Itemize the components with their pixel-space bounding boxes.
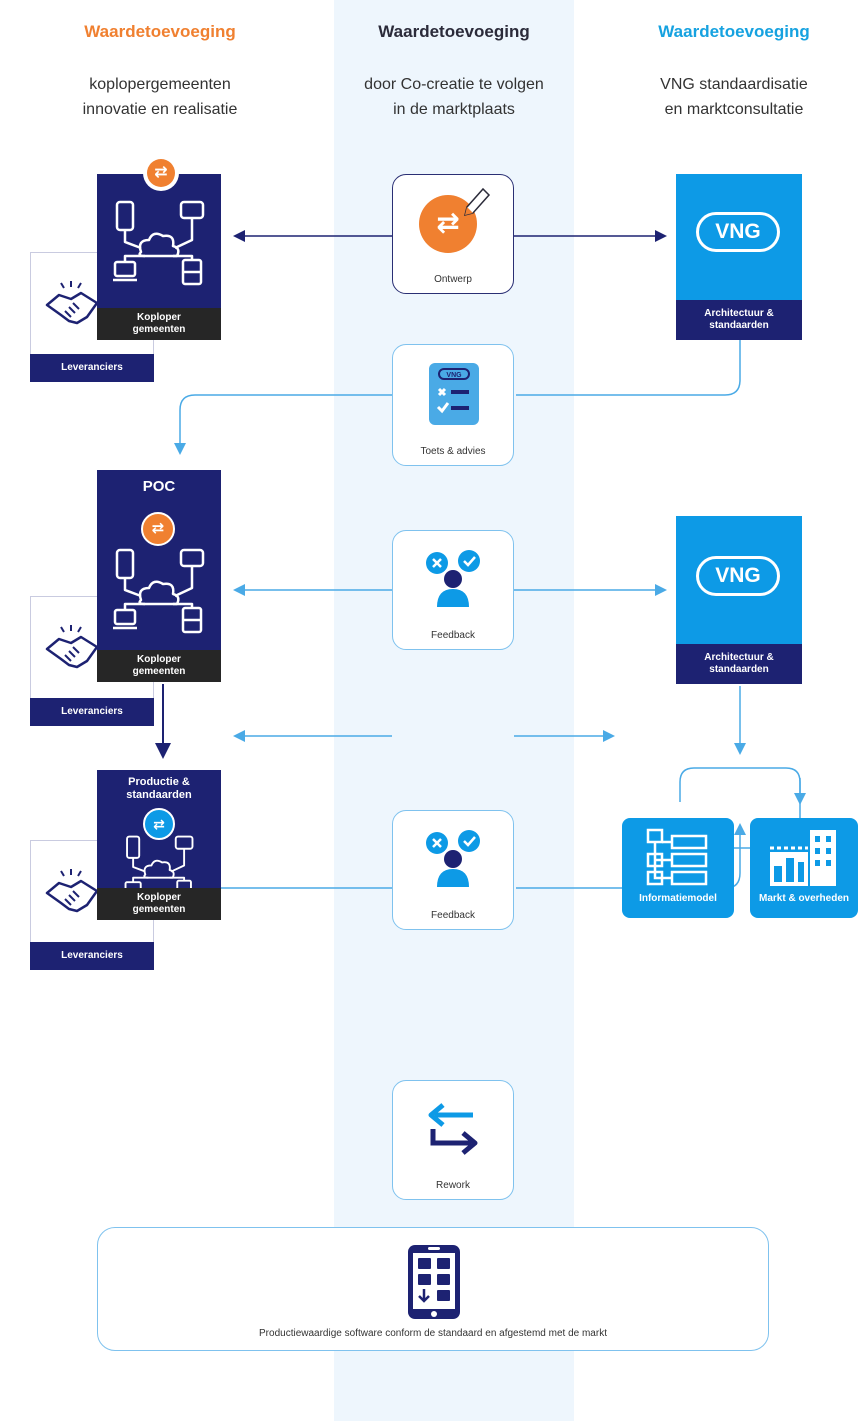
markt-card: Markt & overheden	[750, 818, 858, 918]
right-subtitle-line2: en marktconsultatie	[664, 101, 804, 118]
vng-logo-2: VNG	[696, 556, 780, 596]
feedback-box-2: Feedback	[392, 810, 514, 930]
arrow-toets-to-poc	[174, 394, 392, 455]
handshake-icon	[45, 625, 99, 669]
swap-badge-icon: ⇄	[143, 808, 175, 840]
productie-title: Productie & standaarden	[97, 776, 221, 802]
productie-title-line2: standaarden	[126, 789, 192, 801]
vng-2-line1: Architectuur &	[704, 652, 774, 663]
arrow-vng-to-toets	[516, 340, 741, 396]
rework-arrows-icon	[428, 1103, 478, 1155]
leveranciers-label-1: Leveranciers	[30, 354, 154, 382]
pencil-swap-icon: ⇄	[419, 195, 477, 253]
leveranciers-label-3: Leveranciers	[30, 942, 154, 970]
middle-column-heading: Waardetoevoeging	[378, 22, 530, 41]
handshake-icon	[45, 869, 99, 913]
markt-label: Markt & overheden	[758, 893, 850, 904]
vng-logo-1: VNG	[696, 212, 780, 252]
middle-subtitle-line2: in de marktplaats	[393, 101, 515, 118]
middle-subtitle-line1: door Co-creatie te volgen	[364, 76, 544, 93]
svg-text:VNG: VNG	[446, 372, 462, 379]
rework-label: Rework	[436, 1180, 470, 1191]
koploper-label-1: Koploper gemeenten	[97, 308, 221, 340]
left-subtitle-line1: koplopergemeenten	[89, 76, 231, 93]
vng-1-line2: standaarden	[709, 320, 769, 331]
poc-label-line2: gemeenten	[132, 666, 186, 677]
toets-box: VNG Toets & advies	[392, 344, 514, 466]
productie-title-line1: Productie &	[128, 776, 190, 788]
informatiemodel-card: Informatiemodel	[622, 818, 734, 918]
koploper-1-line2: gemeenten	[132, 324, 186, 335]
poc-label-line1: Koploper	[137, 654, 181, 665]
handshake-icon	[45, 281, 99, 325]
network-cloud-icon	[113, 548, 205, 634]
tablet-apps-icon	[408, 1245, 460, 1319]
left-column-heading: Waardetoevoeging	[84, 22, 236, 41]
checklist-calculator-icon: VNG	[429, 363, 479, 425]
vng-2-line2: standaarden	[709, 664, 769, 675]
vng-card-1: VNG Architectuur & standaarden	[676, 174, 802, 340]
swap-badge-icon: ⇄	[141, 512, 175, 546]
ontwerp-box: ⇄ Ontwerp	[392, 174, 514, 294]
productiewaardige-software-text: Productiewaardige software conform de st…	[259, 1328, 607, 1339]
koploper-card-1: Koploper gemeenten	[97, 174, 221, 340]
vng-1-line1: Architectuur &	[704, 308, 774, 319]
middle-column-subtitle: door Co-creatie te volgen in de marktpla…	[324, 72, 584, 122]
koploper-1-line1: Koploper	[137, 312, 181, 323]
right-column-heading: Waardetoevoeging	[658, 22, 810, 41]
right-column-subtitle: VNG standaardisatie en marktconsultatie	[604, 72, 864, 122]
feedback-label-1: Feedback	[431, 630, 475, 641]
leveranciers-card-2: Leveranciers	[30, 596, 154, 726]
ontwerp-label: Ontwerp	[434, 274, 472, 285]
pencil-icon	[463, 187, 491, 217]
poc-title: POC	[142, 478, 176, 495]
swap-badge-icon: ⇄	[143, 155, 179, 191]
productiewaardige-software-box: Productiewaardige software conform de st…	[97, 1227, 769, 1351]
hierarchy-icon	[646, 828, 708, 886]
poc-card: POC ⇄ Koploper gemeenten	[97, 470, 221, 682]
right-subtitle-line1: VNG standaardisatie	[660, 76, 808, 93]
toets-label: Toets & advies	[420, 446, 486, 457]
leveranciers-label-2: Leveranciers	[30, 698, 154, 726]
left-column-subtitle: koplopergemeenten innovatie en realisati…	[30, 72, 290, 122]
feedback-people-icon	[426, 550, 480, 607]
feedback-box-1: Feedback	[392, 530, 514, 650]
feedback-people-icon	[426, 830, 480, 887]
vng-label-2: Architectuur & standaarden	[676, 644, 802, 684]
productie-label-line2: gemeenten	[132, 904, 186, 915]
productie-label-line1: Koploper	[137, 892, 181, 903]
arrow-loop-top	[679, 767, 806, 805]
rework-box: Rework	[392, 1080, 514, 1200]
network-cloud-icon	[113, 200, 205, 286]
buildings-icon	[770, 830, 836, 886]
vng-label-1: Architectuur & standaarden	[676, 300, 802, 340]
left-subtitle-line2: innovatie en realisatie	[82, 101, 238, 118]
poc-label: Koploper gemeenten	[97, 650, 221, 682]
informatiemodel-label: Informatiemodel	[639, 893, 717, 904]
feedback-label-2: Feedback	[431, 910, 475, 921]
vng-card-2: VNG Architectuur & standaarden	[676, 516, 802, 684]
